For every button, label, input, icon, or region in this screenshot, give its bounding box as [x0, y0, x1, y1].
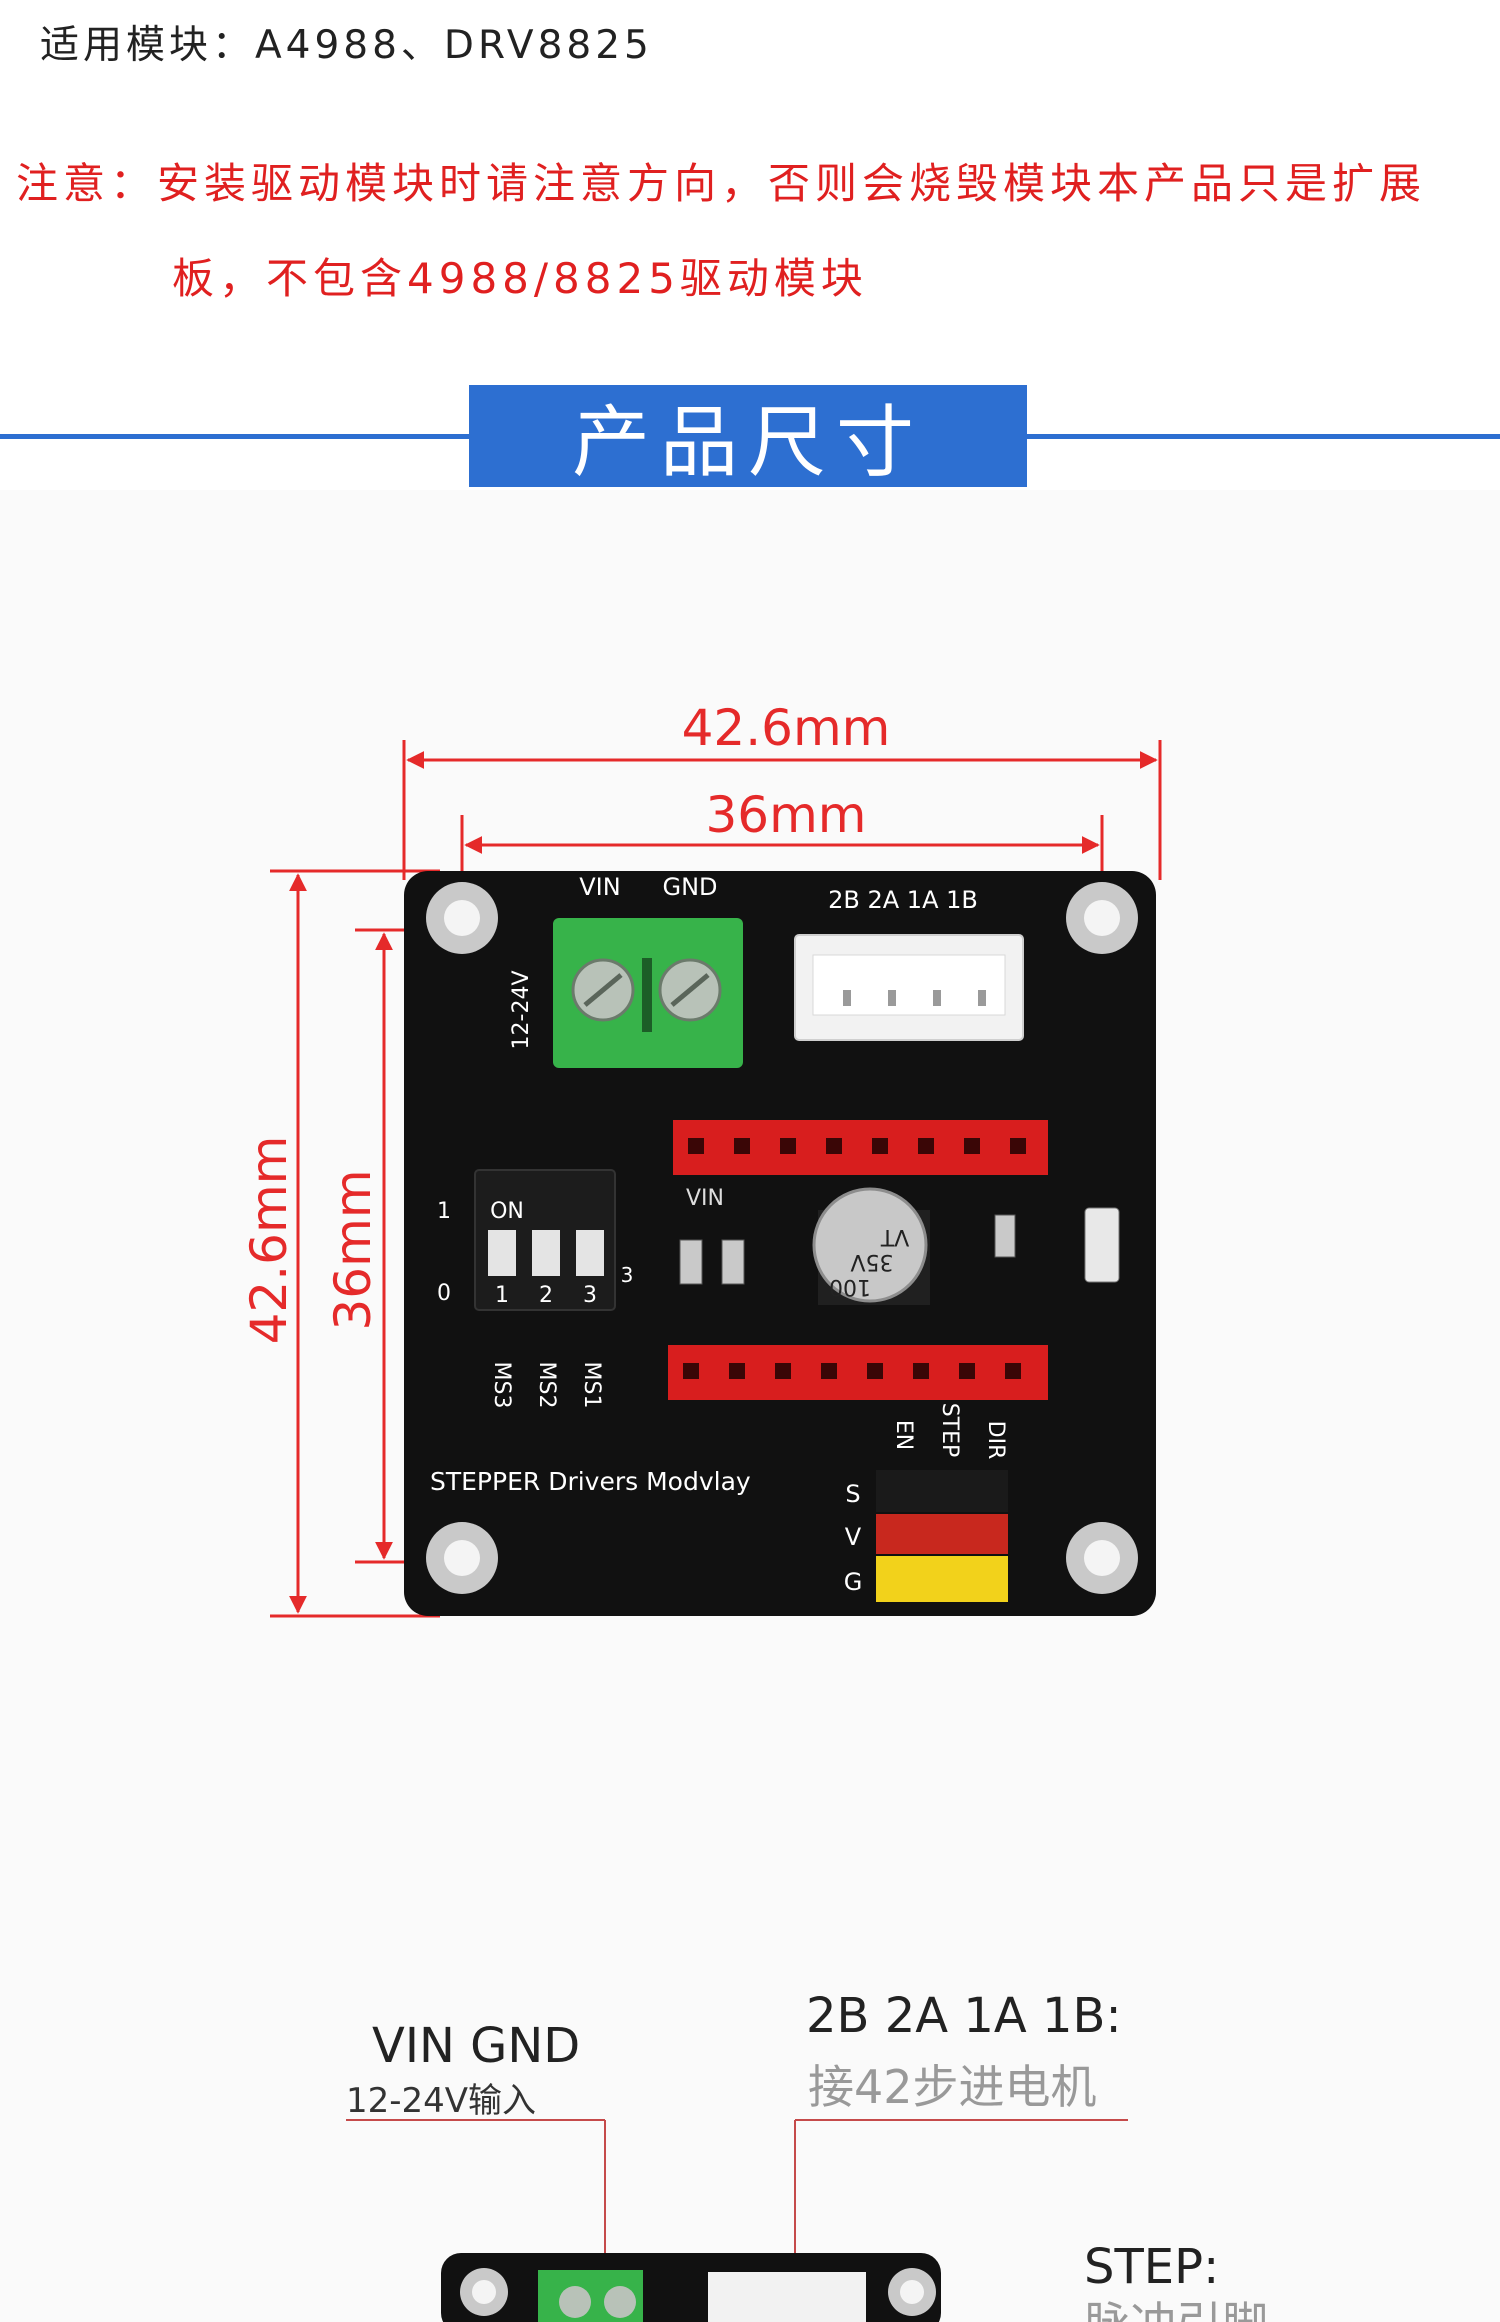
svg-row-v-label: V — [845, 1523, 862, 1551]
smd-led — [1084, 1207, 1120, 1283]
motor-callout-desc: 接42步进电机 — [808, 2060, 1097, 2114]
dip-number-1: 1 — [495, 1283, 509, 1308]
dip-side-3-label: 3 — [621, 1263, 634, 1287]
power-callout-title: VIN GND — [372, 2018, 580, 2074]
gnd-silk-label: GND — [662, 873, 717, 901]
board-name-label: STEPPER Drivers Modvlay — [430, 1467, 751, 1496]
dip-number-2: 2 — [539, 1283, 553, 1308]
dip-switch — [474, 1169, 616, 1311]
section-title: 产品尺寸 — [571, 398, 924, 488]
dip-row-1-label: 1 — [437, 1199, 451, 1224]
smd-resistor — [994, 1214, 1016, 1258]
capacitor-line-1: VT — [880, 1224, 909, 1249]
dimension-annotations — [270, 740, 1162, 1618]
dip-row-0-label: 0 — [437, 1281, 451, 1306]
ms1-label: MS1 — [579, 1362, 604, 1409]
outer-height-label: 42.6mm — [240, 1136, 298, 1345]
ms2-label: MS2 — [534, 1362, 559, 1409]
power-callout-desc: 12-24V输入 — [346, 2081, 536, 2121]
pcb-board: VIN GND 12-24V 2B 2A 1A 1B VIN — [404, 871, 1156, 1616]
dip-on-label: ON — [490, 1199, 524, 1224]
power-terminal — [553, 918, 743, 1068]
step-callout-desc: 脉冲引脚 — [1084, 2297, 1268, 2322]
upper-driver-header — [673, 1120, 1048, 1175]
en-pin-label: EN — [891, 1420, 916, 1450]
inner-height-label: 36mm — [324, 1169, 382, 1330]
smd-resistor — [679, 1239, 703, 1285]
signal-pin-header — [876, 1470, 1008, 1602]
step-callout-title: STEP: — [1084, 2239, 1219, 2295]
svg-row-s-label: S — [845, 1480, 860, 1508]
capacitor-line-3: 100 — [829, 1274, 871, 1299]
capacitor-line-2: 35V — [850, 1249, 893, 1274]
dip-number-3: 3 — [583, 1283, 597, 1308]
section-title-banner: 产品尺寸 — [469, 385, 1027, 488]
pin-callouts: VIN GND 12-24V输入 2B 2A 1A 1B: 接42步进电机 ST… — [346, 1988, 1268, 2322]
motor-pins-silk-label: 2B 2A 1A 1B — [828, 886, 978, 914]
inner-width-label: 36mm — [705, 786, 866, 844]
ms3-label: MS3 — [489, 1362, 514, 1409]
notice-line-2: 板，不包含4988/8825驱动模块 — [172, 254, 868, 303]
outer-width-label: 42.6mm — [682, 699, 891, 757]
vin-small-silk-label: VIN — [686, 1186, 724, 1211]
dir-pin-label: DIR — [983, 1421, 1008, 1460]
voltage-silk-label: 12-24V — [509, 971, 534, 1050]
step-pin-label: STEP — [937, 1403, 962, 1458]
vin-silk-label: VIN — [579, 873, 620, 901]
svg-row-g-label: G — [844, 1568, 863, 1596]
capacitor — [812, 1187, 930, 1305]
lower-driver-header — [668, 1345, 1048, 1400]
motor-callout-title: 2B 2A 1A 1B: — [806, 1988, 1122, 2044]
smd-resistor — [721, 1239, 745, 1285]
notice-line-1: 注意：安装驱动模块时请注意方向，否则会烧毁模块本产品只是扩展 — [16, 159, 1427, 208]
motor-connector — [794, 934, 1024, 1041]
applicable-modules-text: 适用模块：A4988、DRV8825 — [40, 23, 653, 68]
